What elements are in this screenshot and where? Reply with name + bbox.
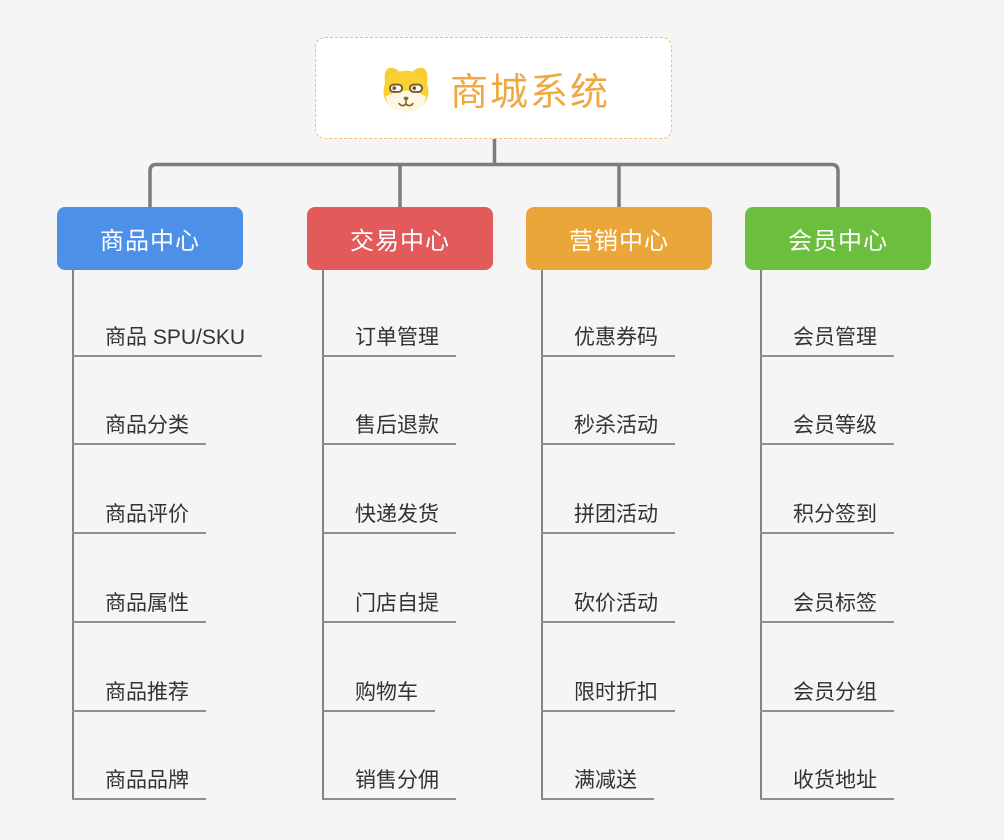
leaf-node[interactable]: 会员分组 xyxy=(760,676,894,712)
connector-bracket xyxy=(148,162,840,207)
leaf-label: 秒杀活动 xyxy=(574,414,658,437)
branch-connector-line xyxy=(541,270,543,798)
leaf-label: 会员分组 xyxy=(793,681,877,704)
leaf-node[interactable]: 会员等级 xyxy=(760,409,894,445)
branch-node-label: 交易中心 xyxy=(350,228,450,255)
leaf-label: 收货地址 xyxy=(793,769,877,792)
leaf-label: 会员标签 xyxy=(793,592,877,615)
leaf-node[interactable]: 商品 SPU/SKU xyxy=(72,321,263,357)
leaf-node[interactable]: 会员标签 xyxy=(760,587,894,623)
leaf-label: 门店自提 xyxy=(355,592,439,615)
leaf-node[interactable]: 商品属性 xyxy=(72,587,206,623)
leaf-label: 商品 SPU/SKU xyxy=(105,326,246,349)
leaf-node[interactable]: 商品品牌 xyxy=(72,764,206,800)
leaf-node[interactable]: 会员管理 xyxy=(760,321,894,357)
leaf-node[interactable]: 销售分佣 xyxy=(322,764,456,800)
leaf-label: 购物车 xyxy=(355,681,418,704)
branch-node[interactable]: 营销中心 xyxy=(526,207,712,270)
leaf-label: 商品分类 xyxy=(105,414,189,437)
leaf-label: 积分签到 xyxy=(793,503,877,526)
leaf-label: 砍价活动 xyxy=(574,592,658,615)
branch-node[interactable]: 商品中心 xyxy=(57,207,243,270)
leaf-label: 订单管理 xyxy=(355,326,439,349)
leaf-label: 优惠券码 xyxy=(574,326,658,349)
leaf-label: 销售分佣 xyxy=(355,769,439,792)
leaf-node[interactable]: 砍价活动 xyxy=(541,587,675,623)
leaf-node[interactable]: 快递发货 xyxy=(322,498,456,534)
leaf-label: 售后退款 xyxy=(355,414,439,437)
leaf-label: 拼团活动 xyxy=(574,503,658,526)
branch-node-label: 商品中心 xyxy=(100,228,200,255)
leaf-label: 快递发货 xyxy=(355,503,439,526)
branch-2: 交易中心 订单管理售后退款快递发货门店自提购物车销售分佣 xyxy=(307,207,567,840)
leaf-node[interactable]: 限时折扣 xyxy=(541,676,675,712)
leaf-node[interactable]: 优惠券码 xyxy=(541,321,675,357)
root-node-label: 商城系统 xyxy=(449,71,610,114)
branch-node[interactable]: 交易中心 xyxy=(307,207,493,270)
leaf-label: 商品推荐 xyxy=(105,681,189,704)
leaf-node[interactable]: 订单管理 xyxy=(322,321,456,357)
leaf-node[interactable]: 秒杀活动 xyxy=(541,409,675,445)
leaf-node[interactable]: 商品分类 xyxy=(72,409,206,445)
leaf-label: 商品品牌 xyxy=(105,769,189,792)
branch-1: 商品中心 商品 SPU/SKU 商品分类商品评价商品属性商品推荐商品品牌 xyxy=(57,207,317,840)
branch-node-label: 会员中心 xyxy=(788,228,888,255)
leaf-node[interactable]: 商品推荐 xyxy=(72,676,206,712)
leaf-label: 商品属性 xyxy=(105,592,189,615)
leaf-label: 会员等级 xyxy=(793,414,877,437)
leaf-label: 满减送 xyxy=(574,769,637,792)
leaf-node[interactable]: 满减送 xyxy=(541,764,654,800)
leaf-node[interactable]: 拼团活动 xyxy=(541,498,675,534)
branch-3: 营销中心 优惠券码秒杀活动拼团活动砍价活动限时折扣满减送 xyxy=(526,207,786,840)
branch-node-label: 营销中心 xyxy=(569,228,669,255)
leaf-node[interactable]: 商品评价 xyxy=(72,498,206,534)
root-node[interactable]: 商城系统 xyxy=(315,37,672,139)
leaf-node[interactable]: 购物车 xyxy=(322,676,435,712)
branch-node[interactable]: 会员中心 xyxy=(745,207,931,270)
branch-connector-line xyxy=(322,270,324,798)
leaf-node[interactable]: 门店自提 xyxy=(322,587,456,623)
branch-connector-line xyxy=(72,270,74,798)
leaf-label: 商品评价 xyxy=(105,503,189,526)
leaf-node[interactable]: 售后退款 xyxy=(322,409,456,445)
branch-4: 会员中心 会员管理会员等级积分签到会员标签会员分组收货地址 xyxy=(745,207,1004,840)
branch-connector-line xyxy=(760,270,762,798)
leaf-label: 限时折扣 xyxy=(574,681,658,704)
leaf-node[interactable]: 收货地址 xyxy=(760,764,894,800)
leaf-label: 会员管理 xyxy=(793,326,877,349)
doge-icon xyxy=(377,62,435,114)
leaf-node[interactable]: 积分签到 xyxy=(760,498,894,534)
